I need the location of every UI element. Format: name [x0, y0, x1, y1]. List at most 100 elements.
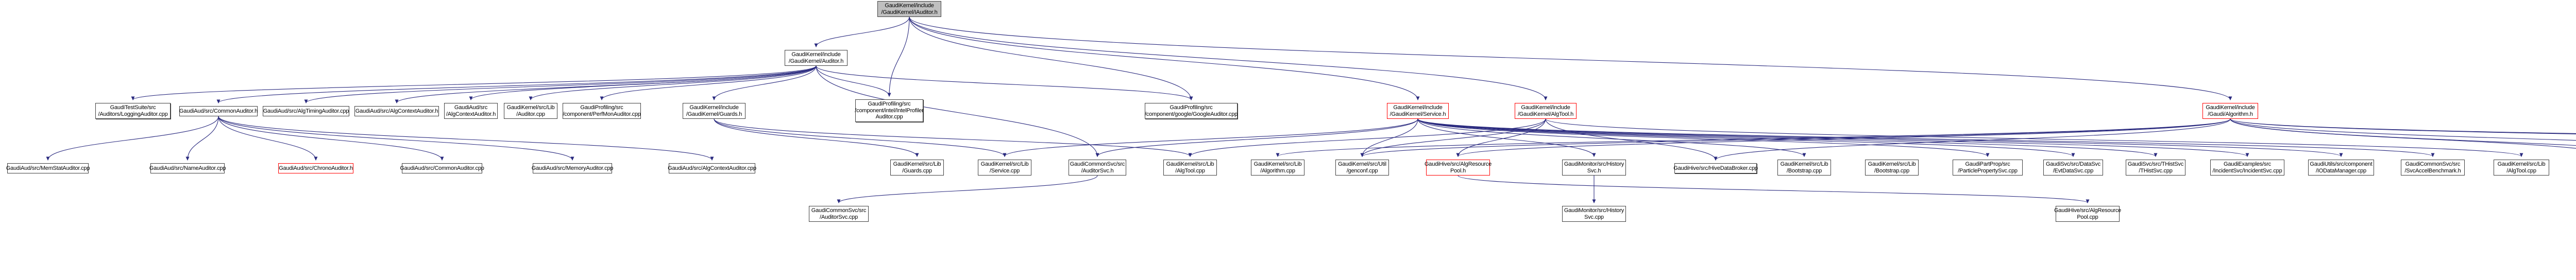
graph-node[interactable]: GaudiProfiling/src/component/PerfMonAudi…: [563, 103, 641, 119]
node-label-line: /AuditorSvc.cpp: [819, 214, 858, 220]
graph-edge: [216, 65, 817, 104]
graph-edge: [218, 116, 444, 161]
node-label-line: GaudiTestSuite/src: [110, 104, 156, 111]
node-label-line: GaudiAud/src/AlgContextAuditor.h: [355, 108, 438, 114]
node-label-line: /Service.cpp: [989, 167, 1020, 174]
graph-node[interactable]: GaudiCommonSvc/src/AuditorSvc.cpp: [809, 206, 869, 222]
graph-edge: [909, 16, 2232, 101]
graph-node[interactable]: GaudiKernel/src/Lib/Bootstrap.cpp: [1777, 160, 1831, 176]
graph-edge: [1417, 118, 2158, 157]
graph-edge: [600, 65, 817, 101]
graph-edge: [469, 65, 817, 101]
node-label-line: GaudiProfiling/src: [868, 101, 911, 108]
graph-node[interactable]: GaudiKernel/src/Util/genconf.cpp: [1335, 160, 1389, 176]
graph-edge: [218, 116, 714, 161]
graph-node[interactable]: GaudiAud/src/CommonAuditor.h: [179, 106, 258, 116]
graph-edge: [1360, 118, 1418, 157]
node-label-line: GaudiMonitor/src/History: [1564, 207, 1624, 214]
node-label-line: GaudiKernel/include: [791, 51, 841, 58]
node-label-line: GaudiKernel/src/Lib: [980, 161, 1029, 167]
graph-node[interactable]: GaudiKernel/src/Lib/Service.cpp: [978, 160, 1031, 176]
graph-node[interactable]: GaudiHive/src/HiveDataBroker.cpp: [1673, 163, 1758, 173]
node-label-line: GaudiMonitor/src/History: [1564, 161, 1624, 167]
node-label-line: GaudiKernel/src/Lib: [2497, 161, 2546, 167]
graph-node[interactable]: GaudiAud/src/MemoryAuditor.cpp: [532, 163, 613, 173]
graph-node[interactable]: GaudiAud/src/AlgTimingAuditor.cpp: [263, 106, 349, 116]
node-label-line: /ParticlePropertySvc.cpp: [1958, 167, 2018, 174]
graph-node[interactable]: GaudiAud/src/AlgContextAuditor.cpp: [668, 163, 756, 173]
graph-node[interactable]: GaudiAud/src/NameAuditor.cpp: [149, 163, 226, 173]
graph-node[interactable]: GaudiTestSuite/src/Auditors/LoggingAudit…: [95, 103, 171, 119]
graph-node[interactable]: GaudiKernel/include/GaudiKernel/AlgTool.…: [1515, 103, 1577, 119]
node-label-line: /Auditor.cpp: [516, 111, 545, 117]
node-label-line: GaudiAud/src/MemStatAuditor.cpp: [6, 165, 90, 171]
graph-edge: [185, 116, 219, 161]
graph-edge: [304, 65, 817, 104]
node-label-line: GaudiPartProp/src: [1965, 161, 2010, 167]
graph-edge: [395, 65, 817, 104]
graph-node[interactable]: GaudiAud/src/ChronoAuditor.h: [278, 163, 353, 173]
graph-node[interactable]: GaudiProfiling/src/component/intel/Intel…: [855, 99, 924, 122]
graph-root-node[interactable]: GaudiKernel/include/GaudiKernel/IAuditor…: [877, 1, 941, 17]
graph-node[interactable]: GaudiKernel/src/Lib/Guards.cpp: [890, 160, 944, 176]
graph-edge: [1545, 118, 1718, 161]
node-label-line: /GaudiKernel/Service.h: [1389, 111, 1446, 117]
node-label-line: /Bootstrap.cpp: [1786, 167, 1822, 174]
graph-node[interactable]: GaudiAud/src/AlgContextAuditor.h: [444, 103, 498, 119]
graph-node[interactable]: GaudiKernel/src/Lib/Algorithm.cpp: [1251, 160, 1304, 176]
graph-node[interactable]: GaudiSvc/src/DataSvc/EvtDataSvc.cpp: [2043, 160, 2103, 176]
node-label-line: GaudiKernel/src/Lib: [506, 104, 555, 111]
graph-edge: [1417, 118, 2249, 157]
node-label-line: /EvtDataSvc.cpp: [2053, 167, 2094, 174]
node-label-line: /component/intel/IntelProfiler: [855, 107, 924, 114]
graph-node[interactable]: GaudiProfiling/src/component/google/Goog…: [1145, 103, 1238, 119]
graph-node[interactable]: GaudiAud/src/CommonAuditor.cpp: [400, 163, 484, 173]
graph-node[interactable]: GaudiSvc/src/THistSvc/THistSvc.cpp: [2126, 160, 2185, 176]
graph-node[interactable]: GaudiUtils/src/component/IODataManager.c…: [2308, 160, 2374, 176]
graph-edge: [1456, 118, 1546, 157]
graph-edge: [1360, 118, 1546, 157]
graph-edge: [1714, 118, 2231, 161]
graph-edge: [1188, 118, 1546, 157]
graph-edge: [1417, 118, 1806, 157]
graph-edge: [712, 65, 817, 101]
graph-node[interactable]: GaudiKernel/include/GaudiKernel/Service.…: [1387, 103, 1449, 119]
graph-edge: [1276, 118, 2231, 157]
node-label-line: GaudiUtils/src/component: [2310, 161, 2372, 167]
graph-node[interactable]: GaudiKernel/include/Gaudi/Algorithm.h: [2202, 103, 2258, 119]
node-label-line: /IODataManager.cpp: [2316, 167, 2366, 174]
graph-node[interactable]: GaudiCommonSvc/src/SvcAccelBenchmark.h: [2401, 160, 2465, 176]
graph-edge: [1456, 118, 2231, 157]
node-label-line: /GaudiKernel/Auditor.h: [788, 58, 844, 64]
node-label-line: /AlgTool.cpp: [2506, 167, 2536, 174]
graph-node[interactable]: GaudiCommonSvc/src/AuditorSvc.h: [1069, 160, 1126, 176]
graph-edge: [887, 16, 910, 97]
graph-edge: [46, 116, 219, 161]
node-label-line: GaudiProfiling/src: [580, 104, 623, 111]
graph-node[interactable]: GaudiKernel/src/Lib/Bootstrap.cpp: [1865, 160, 1919, 176]
graph-edge: [1417, 118, 2075, 157]
graph-node[interactable]: GaudiKernel/include/GaudiKernel/Guards.h: [683, 103, 745, 119]
node-label-line: Svc.cpp: [1584, 214, 1604, 220]
graph-node[interactable]: GaudiKernel/src/Lib/AlgTool.cpp: [2494, 160, 2549, 176]
node-label-line: GaudiKernel/src/Lib: [1868, 161, 1916, 167]
graph-node[interactable]: GaudiAud/src/AlgContextAuditor.h: [354, 106, 439, 116]
graph-node[interactable]: GaudiPartProp/src/ParticlePropertySvc.cp…: [1953, 160, 2023, 176]
graph-node[interactable]: GaudiKernel/include/GaudiKernel/Auditor.…: [785, 50, 848, 66]
graph-node[interactable]: GaudiKernel/src/Lib/Auditor.cpp: [504, 103, 557, 119]
node-label-line: GaudiAud/src/ChronoAuditor.h: [279, 165, 353, 171]
graph-edge: [1360, 118, 2231, 157]
node-label-line: /THistSvc.cpp: [2139, 167, 2173, 174]
node-label-line: GaudiProfiling/src: [1170, 104, 1213, 111]
node-label-line: GaudiKernel/src/Util: [1338, 161, 1386, 167]
node-label-line: /AlgContextAuditor.h: [446, 111, 496, 117]
graph-node[interactable]: GaudiKernel/src/Lib/AlgTool.cpp: [1163, 160, 1217, 176]
node-label-line: GaudiAud/src/CommonAuditor.cpp: [400, 165, 484, 171]
graph-node[interactable]: GaudiAud/src/MemStatAuditor.cpp: [6, 163, 90, 173]
graph-node[interactable]: GaudiExamples/src/IncidentSvc/IncidentSv…: [2210, 160, 2284, 176]
